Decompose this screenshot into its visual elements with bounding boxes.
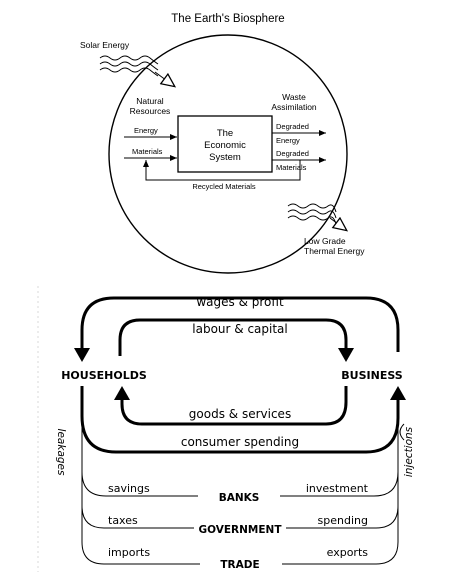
- goods-services-loop: [120, 386, 348, 426]
- biosphere-diagram: The Earth's Biosphere Solar Energy Natur…: [80, 13, 365, 274]
- low-grade-label-1: Low Grade: [304, 236, 346, 246]
- degraded-materials-label-1: Degraded: [276, 149, 309, 158]
- goods-arrowhead: [114, 386, 130, 400]
- natural-resources-label-1: Natural: [136, 96, 164, 106]
- spending-label: spending: [318, 514, 368, 527]
- consumer-spending-label: consumer spending: [181, 435, 299, 449]
- consumer-arrowhead: [390, 386, 406, 400]
- leakages-label: leakages: [55, 429, 67, 476]
- natural-resources-label-2: Resources: [130, 106, 171, 116]
- biosphere-title: The Earth's Biosphere: [171, 13, 284, 25]
- waste-assimilation-label-2: Assimilation: [271, 102, 317, 112]
- wages-arrowhead: [74, 348, 90, 362]
- taxes-label: taxes: [108, 514, 138, 527]
- degraded-energy-label-1: Degraded: [276, 122, 309, 131]
- biosphere-circle: [108, 34, 348, 274]
- thermal-wave-arrow: [287, 203, 346, 230]
- injections-curl: [399, 423, 405, 441]
- economic-system-line-3: System: [209, 152, 241, 163]
- economic-system-line-1: The: [217, 128, 233, 139]
- recycled-materials-label: Recycled Materials: [192, 182, 256, 191]
- economic-system-line-2: Economic: [204, 140, 246, 151]
- circular-flow-diagram: wages & profit labour & capital HOUSEHOL…: [37, 286, 415, 572]
- investment-label: investment: [306, 482, 369, 495]
- degraded-energy-label-2: Energy: [276, 136, 300, 145]
- economic-system-box: [177, 115, 273, 173]
- exports-label: exports: [327, 546, 369, 559]
- degraded-materials-label-2: Materials: [276, 163, 307, 172]
- households-label: HOUSEHOLDS: [61, 369, 147, 382]
- energy-input-label: Energy: [134, 126, 158, 135]
- government-label: GOVERNMENT: [198, 524, 282, 536]
- imports-label: imports: [108, 546, 150, 559]
- low-grade-label-2: Thermal Energy: [304, 246, 365, 256]
- wages-profit-label: wages & profit: [196, 295, 284, 309]
- labour-capital-label: labour & capital: [192, 322, 287, 336]
- goods-services-label: goods & services: [189, 407, 291, 421]
- labour-capital-loop: [118, 318, 348, 356]
- wages-profit-loop: [80, 296, 400, 356]
- trade-label: TRADE: [220, 559, 259, 571]
- labour-arrowhead: [338, 348, 354, 362]
- waste-assimilation-label-1: Waste: [282, 92, 306, 102]
- consumer-spending-loop: [80, 386, 400, 454]
- materials-input-label: Materials: [132, 147, 163, 156]
- banks-label: BANKS: [219, 492, 260, 504]
- savings-label: savings: [108, 482, 150, 495]
- business-label: BUSINESS: [341, 369, 402, 382]
- solar-wave-arrow: [99, 55, 174, 86]
- recycled-materials-arrow: [143, 160, 301, 181]
- solar-energy-label: Solar Energy: [80, 40, 130, 50]
- leakage-bands: [81, 420, 399, 565]
- injections-label: injections: [403, 426, 415, 477]
